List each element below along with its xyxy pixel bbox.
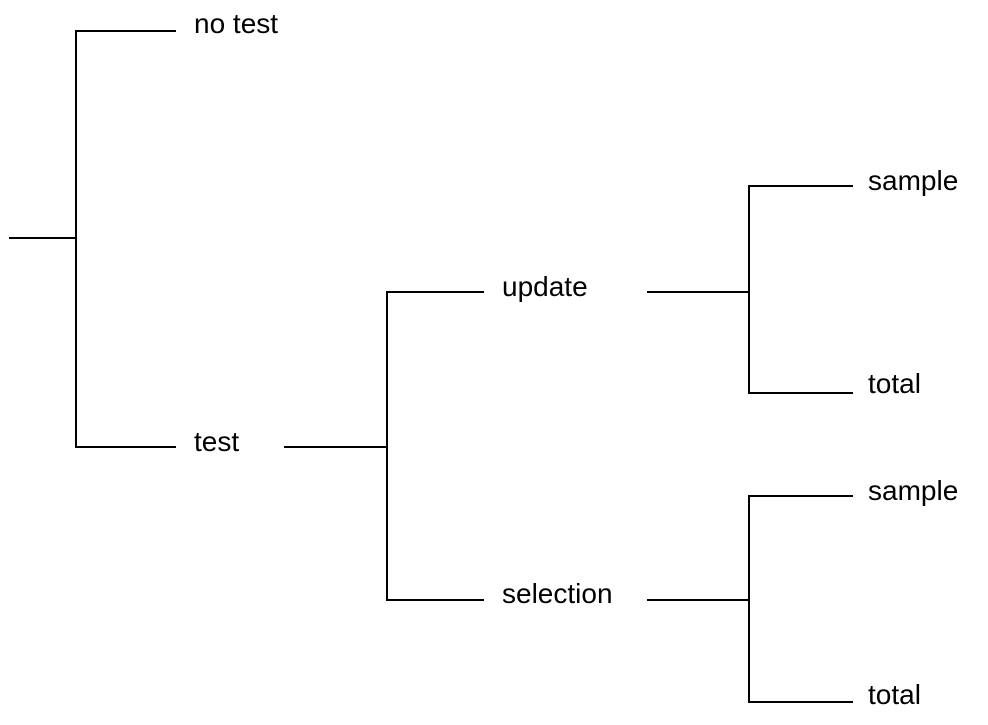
- node-selection-sample: sample: [868, 475, 959, 506]
- node-update-sample: sample: [868, 165, 959, 196]
- node-no-test: no test: [194, 8, 279, 39]
- node-update-total: total: [868, 368, 921, 399]
- node-selection-total: total: [868, 679, 921, 710]
- node-test: test: [194, 426, 240, 457]
- node-update: update: [502, 271, 588, 302]
- node-selection: selection: [502, 578, 613, 609]
